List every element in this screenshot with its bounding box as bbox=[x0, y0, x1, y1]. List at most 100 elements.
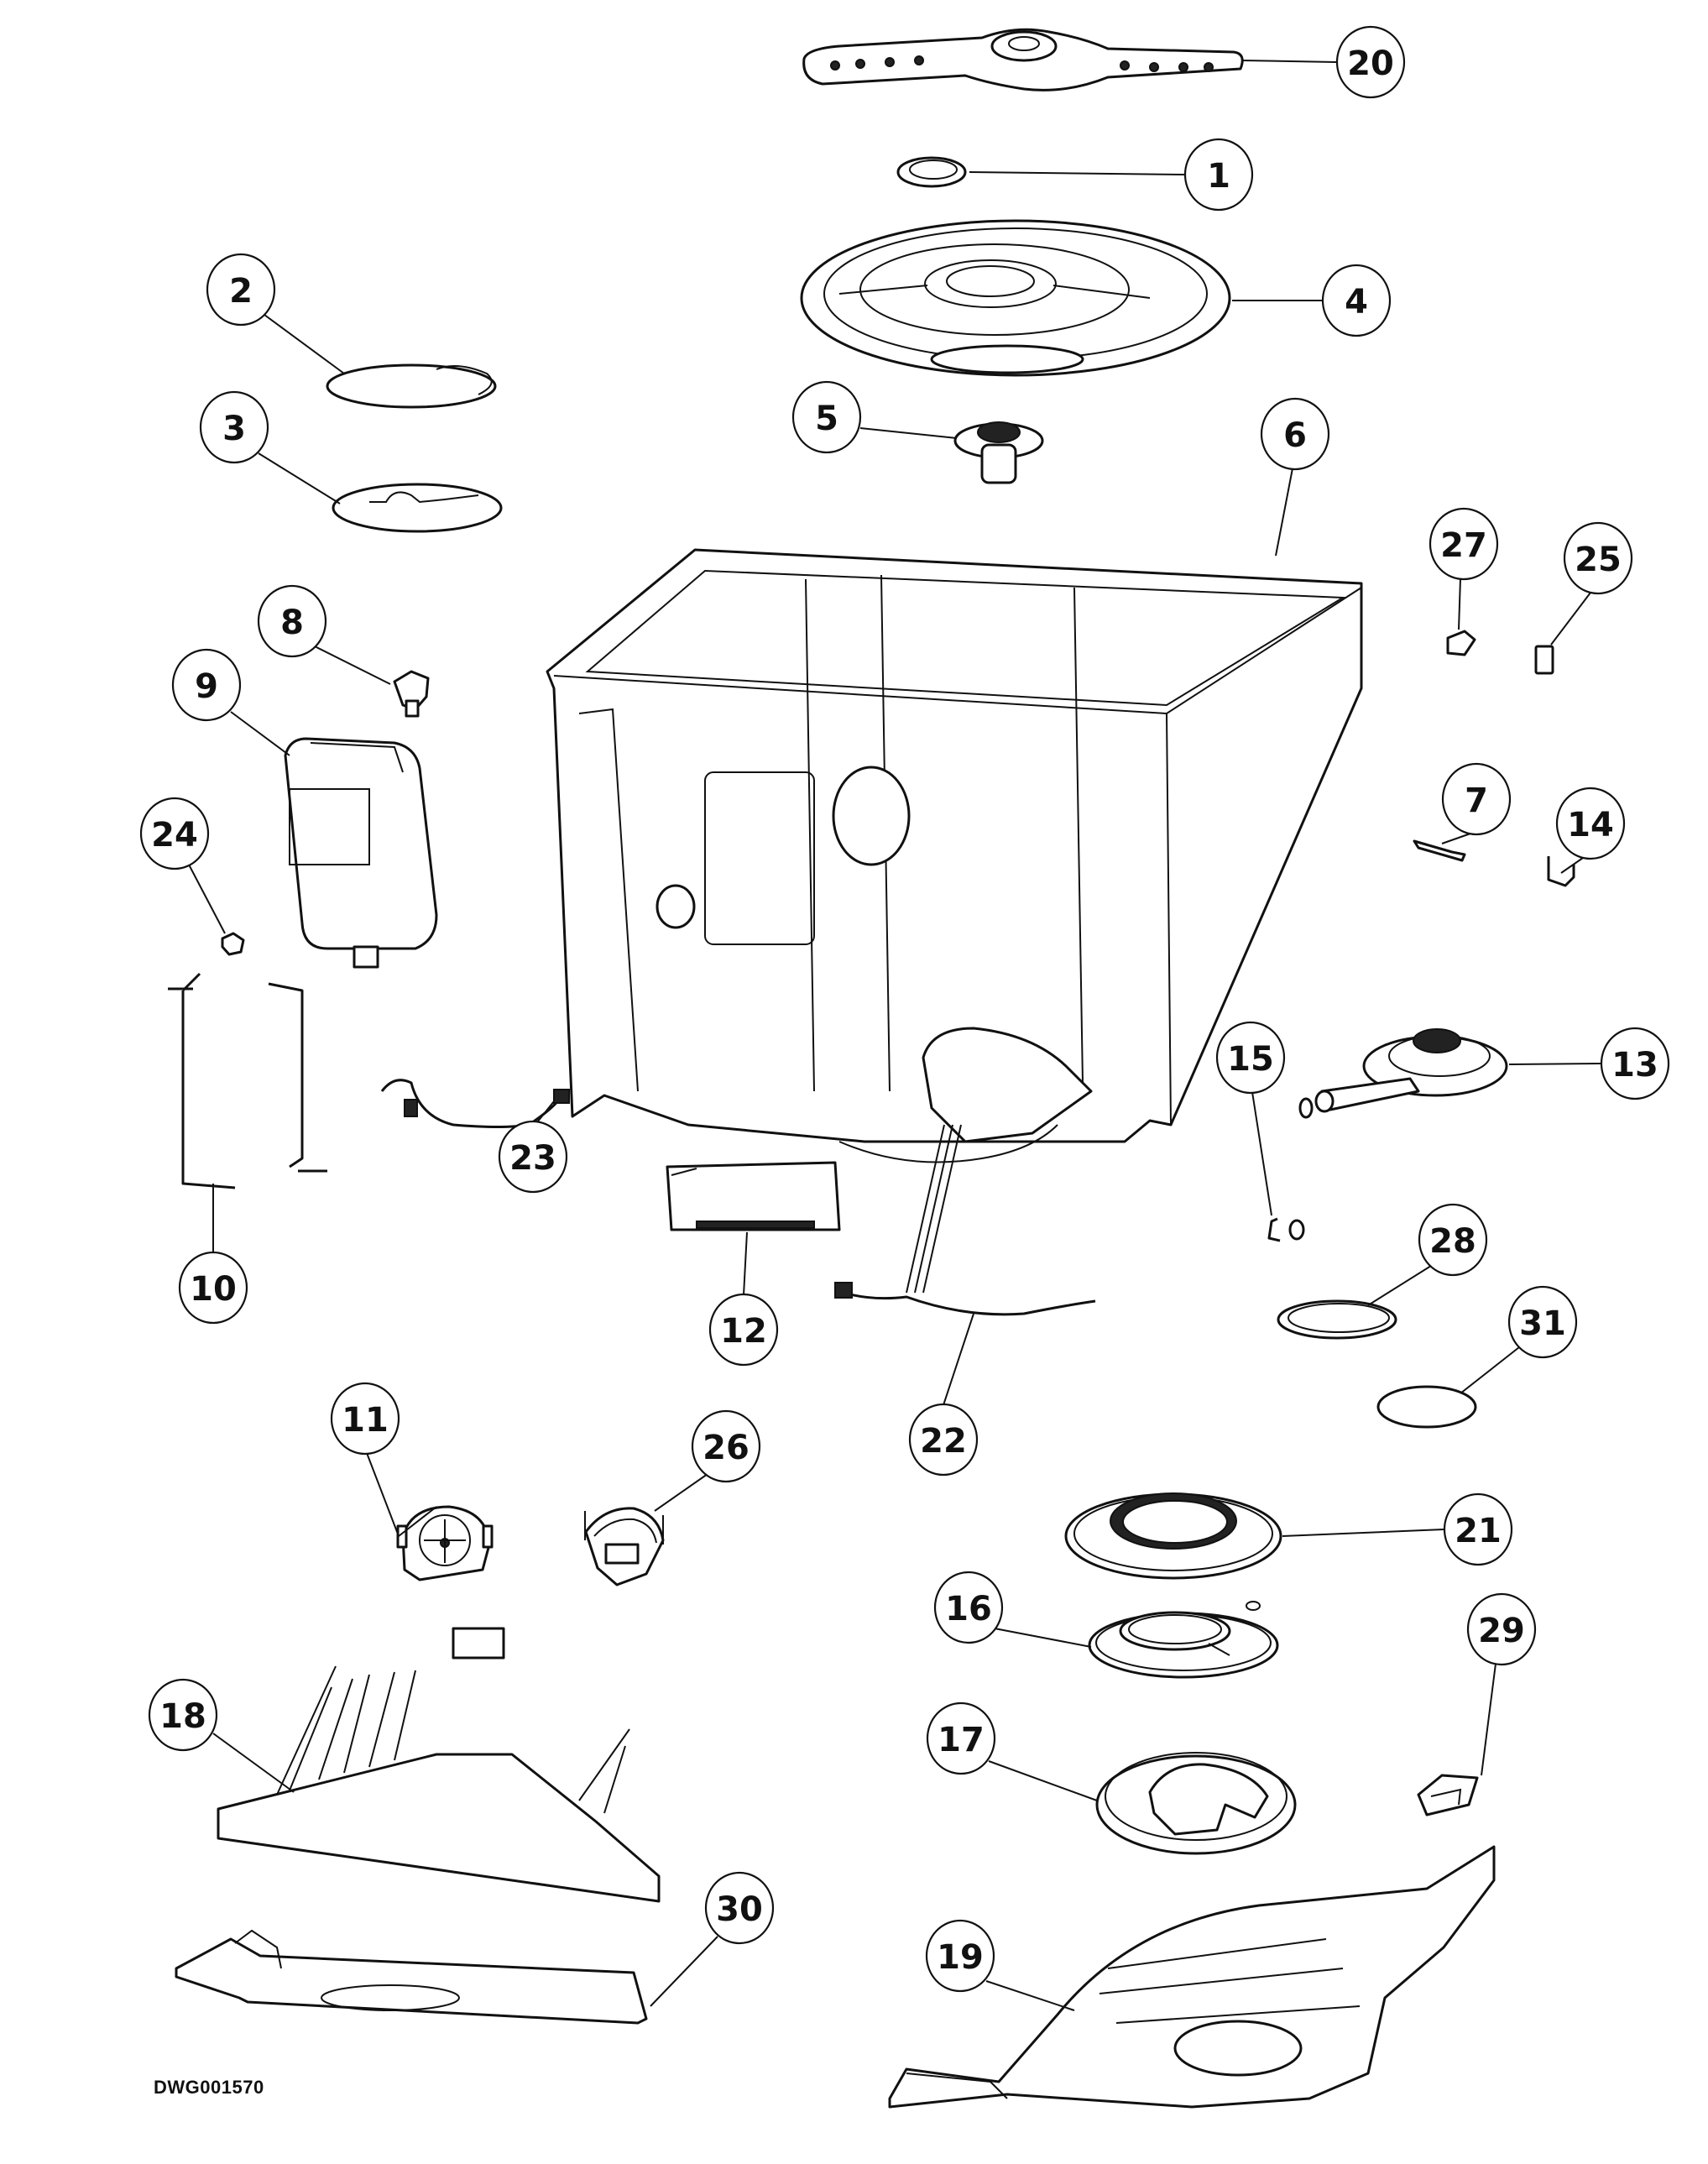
leader-30 bbox=[650, 1936, 718, 2007]
callout-14: 14 bbox=[1555, 787, 1626, 860]
callout-number: 28 bbox=[1429, 1222, 1476, 1261]
callout-circle bbox=[1466, 1592, 1537, 1666]
callout-circle bbox=[1183, 138, 1254, 212]
part-small-rectangular-pad bbox=[1534, 645, 1554, 675]
part-sump-cover bbox=[1095, 1752, 1297, 1855]
leader-23 bbox=[536, 1100, 555, 1123]
callout-circle bbox=[1555, 787, 1626, 860]
callout-circle bbox=[704, 1871, 775, 1945]
callout-5: 5 bbox=[791, 380, 862, 454]
part-front-panel bbox=[217, 1627, 661, 1903]
part-fan-housing bbox=[396, 1505, 494, 1581]
callout-circle bbox=[1418, 1203, 1488, 1277]
callout-10: 10 bbox=[178, 1251, 248, 1325]
callout-number: 9 bbox=[195, 667, 218, 706]
callout-circle bbox=[1260, 397, 1330, 471]
leader-9 bbox=[230, 711, 290, 756]
callout-circle bbox=[925, 1919, 995, 1993]
part-retaining-ring bbox=[1277, 1299, 1397, 1340]
part-hose bbox=[380, 1079, 570, 1128]
part-bracket-housing bbox=[584, 1507, 665, 1586]
callout-number: 22 bbox=[920, 1422, 967, 1461]
callout-number: 1 bbox=[1207, 157, 1230, 196]
leader-15 bbox=[1251, 1091, 1272, 1216]
callout-13: 13 bbox=[1600, 1027, 1670, 1100]
part-control-box bbox=[284, 737, 438, 969]
part-wire-harness bbox=[834, 1124, 1096, 1316]
leader-8 bbox=[314, 646, 391, 685]
callout-number: 29 bbox=[1478, 1612, 1525, 1650]
leader-11 bbox=[366, 1452, 437, 1537]
part-small-nut bbox=[221, 932, 245, 956]
callout-number: 8 bbox=[280, 604, 304, 642]
callout-circle bbox=[1441, 762, 1512, 836]
callout-18: 18 bbox=[148, 1678, 218, 1752]
part-seal-plate bbox=[1064, 1492, 1282, 1580]
callout-11: 11 bbox=[330, 1382, 400, 1456]
callout-circle bbox=[330, 1382, 400, 1456]
callout-circle bbox=[148, 1678, 218, 1752]
callout-circle bbox=[1600, 1027, 1670, 1100]
callout-24: 24 bbox=[139, 797, 210, 870]
callout-23: 23 bbox=[498, 1120, 568, 1194]
leader-14 bbox=[1560, 857, 1584, 874]
leader-6 bbox=[1275, 468, 1293, 557]
callout-number: 25 bbox=[1575, 541, 1622, 579]
part-oval-housing bbox=[332, 483, 503, 533]
callout-circle bbox=[926, 1701, 996, 1775]
part-o-rings bbox=[1267, 1217, 1305, 1242]
leader-12 bbox=[743, 1231, 748, 1296]
callout-number: 4 bbox=[1345, 283, 1368, 321]
callout-number: 7 bbox=[1465, 781, 1488, 820]
callout-circle bbox=[933, 1571, 1004, 1644]
callout-number: 13 bbox=[1611, 1046, 1658, 1085]
callout-circle bbox=[691, 1409, 761, 1483]
callout-15: 15 bbox=[1215, 1021, 1286, 1095]
part-base-tray bbox=[888, 1845, 1496, 2109]
callout-17: 17 bbox=[926, 1701, 996, 1775]
part-gasket-ring bbox=[1376, 1385, 1477, 1429]
leader-17 bbox=[988, 1760, 1098, 1801]
callout-circle bbox=[1563, 521, 1633, 595]
part-oval-cap bbox=[326, 363, 497, 409]
part-valve-fitting bbox=[393, 670, 430, 718]
callout-number: 24 bbox=[151, 816, 198, 855]
callout-number: 17 bbox=[938, 1721, 985, 1759]
callout-number: 11 bbox=[342, 1401, 389, 1440]
callout-circle bbox=[1507, 1285, 1578, 1359]
callout-26: 26 bbox=[691, 1409, 761, 1483]
callout-3: 3 bbox=[199, 390, 269, 464]
leader-22 bbox=[943, 1313, 974, 1406]
callout-number: 5 bbox=[815, 400, 838, 438]
callout-number: 19 bbox=[937, 1938, 984, 1977]
callout-number: 23 bbox=[509, 1139, 556, 1178]
part-pin-bracket bbox=[1413, 839, 1466, 862]
part-small-block bbox=[1446, 630, 1476, 656]
part-round-filter-cover bbox=[800, 219, 1231, 377]
callout-number: 30 bbox=[716, 1890, 763, 1929]
part-u-clip bbox=[1547, 856, 1575, 887]
callout-21: 21 bbox=[1443, 1492, 1513, 1566]
callout-circle bbox=[791, 380, 862, 454]
callout-number: 15 bbox=[1227, 1040, 1274, 1079]
part-tub-assembly bbox=[546, 548, 1363, 1163]
callout-22: 22 bbox=[908, 1403, 979, 1477]
leader-7 bbox=[1441, 833, 1471, 844]
callout-circle bbox=[1429, 507, 1499, 581]
callout-circle bbox=[257, 584, 327, 658]
callout-circle bbox=[199, 390, 269, 464]
callout-number: 27 bbox=[1440, 526, 1487, 565]
callout-2: 2 bbox=[206, 253, 276, 327]
leader-24 bbox=[188, 864, 226, 934]
callout-28: 28 bbox=[1418, 1203, 1488, 1277]
part-side-brackets bbox=[168, 972, 327, 1189]
leader-25 bbox=[1550, 592, 1591, 646]
callout-number: 20 bbox=[1347, 44, 1394, 83]
callout-19: 19 bbox=[925, 1919, 995, 1993]
callout-25: 25 bbox=[1563, 521, 1633, 595]
callout-circle bbox=[1215, 1021, 1286, 1095]
part-control-board bbox=[666, 1161, 841, 1231]
callout-number: 12 bbox=[720, 1312, 767, 1351]
callout-4: 4 bbox=[1321, 264, 1392, 337]
